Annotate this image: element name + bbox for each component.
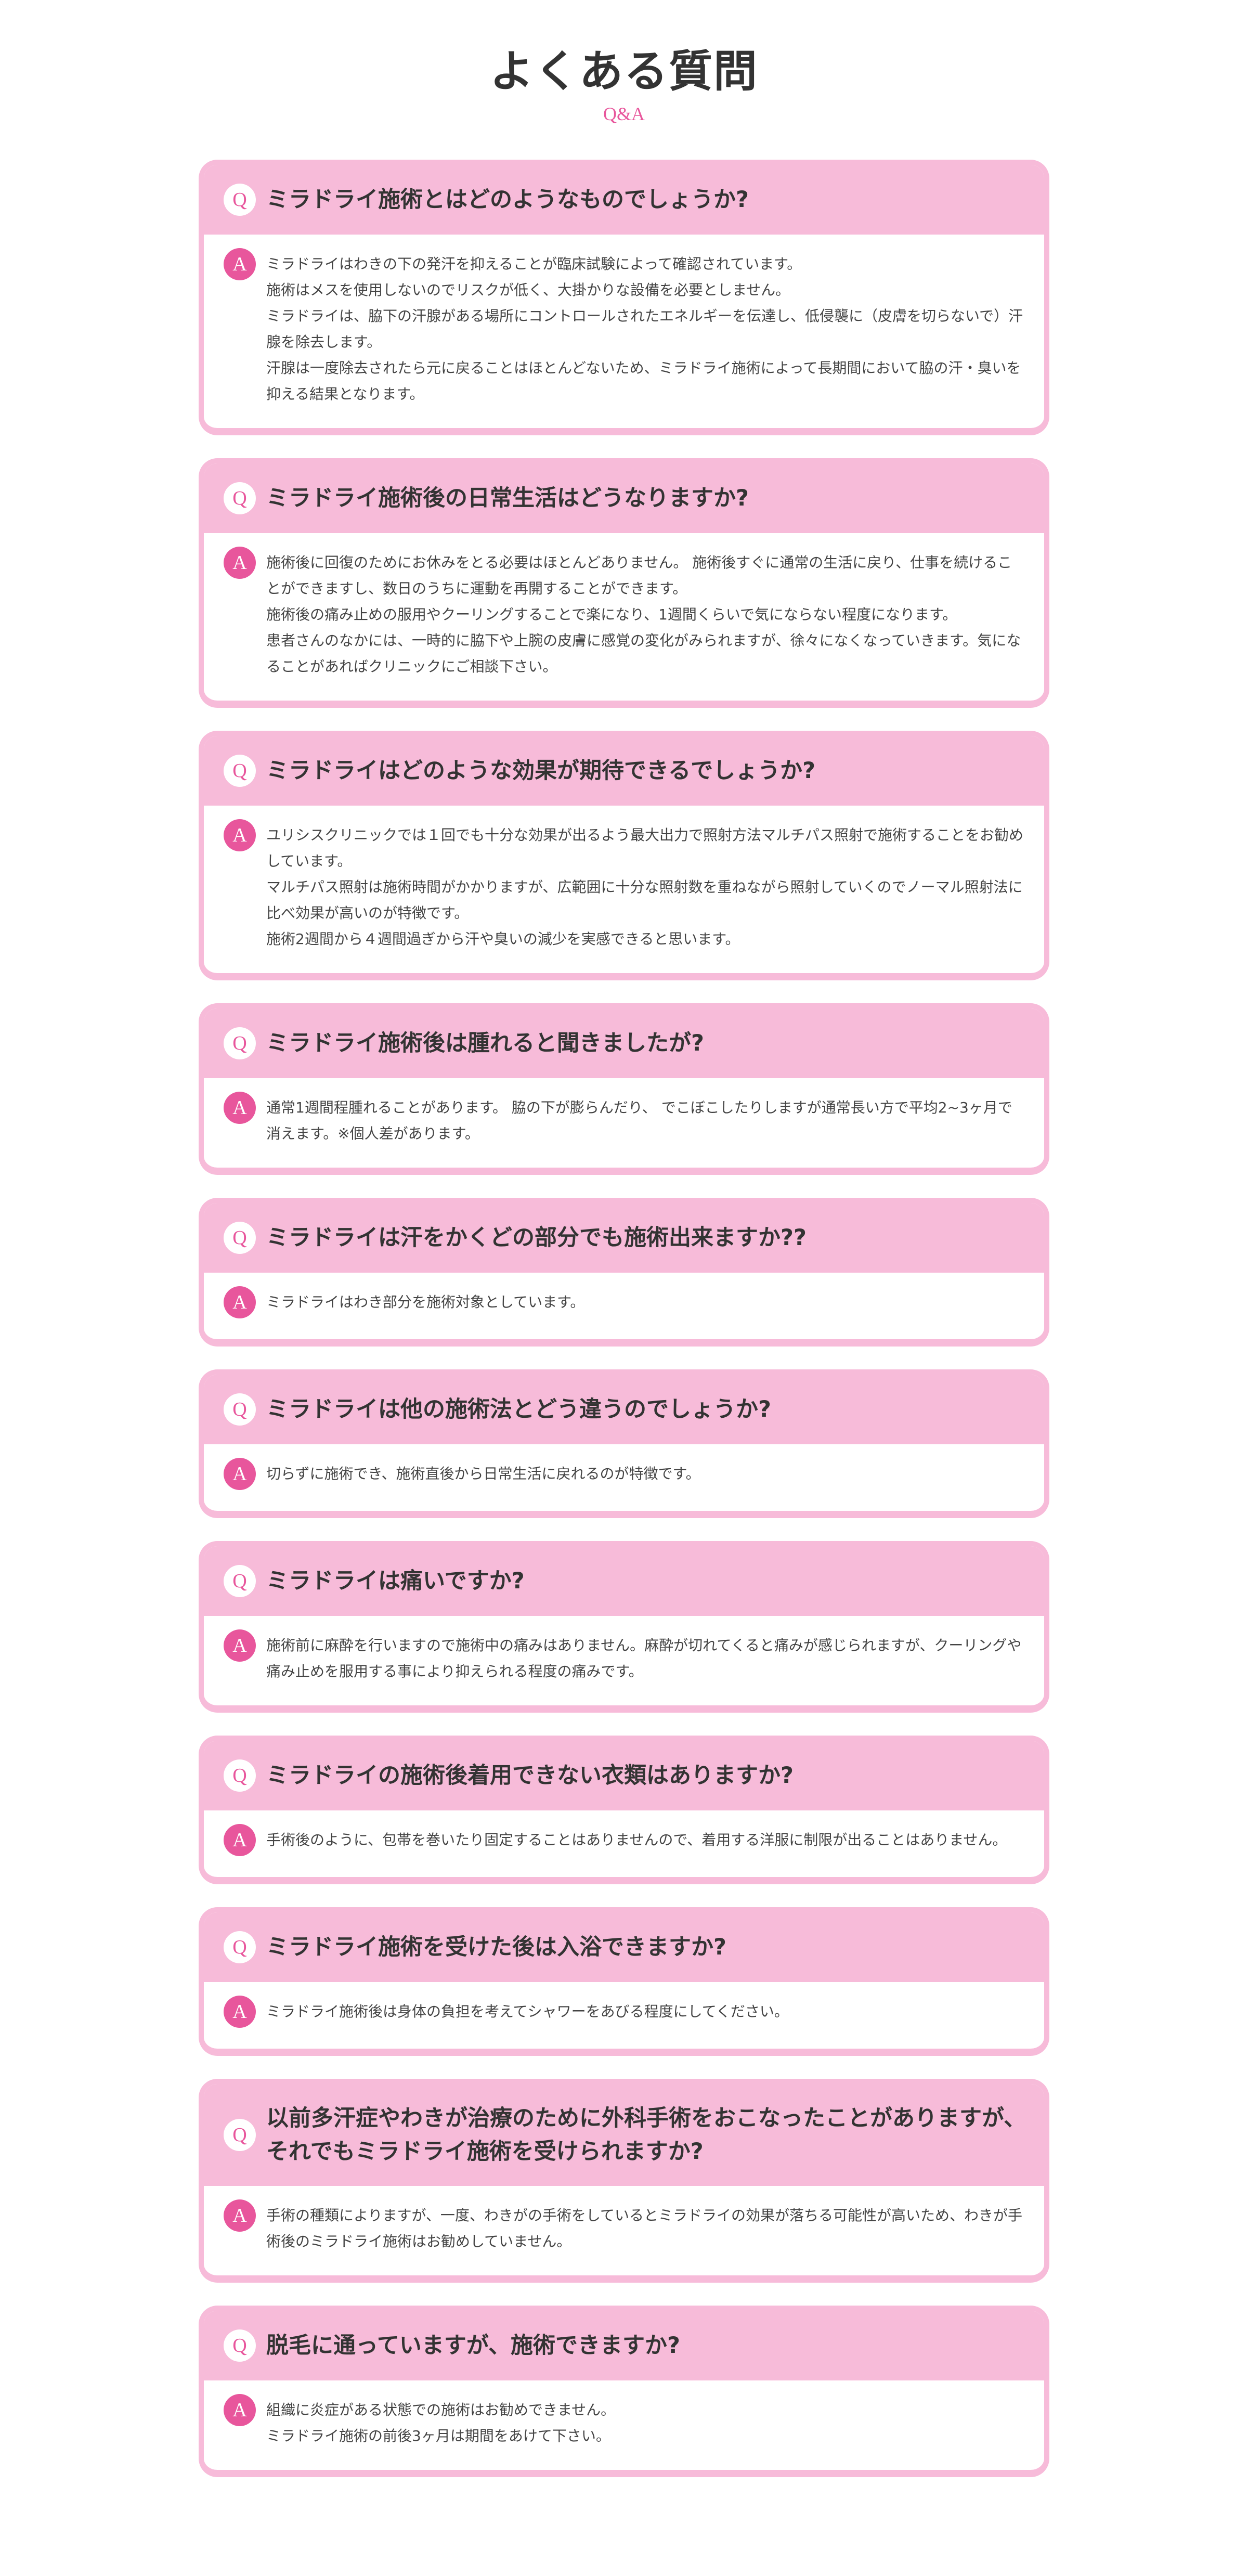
- q-badge-icon: Q: [224, 2119, 256, 2151]
- faq-question: Q ミラドライは痛いですか?: [204, 1546, 1044, 1616]
- a-badge-icon: A: [224, 819, 256, 851]
- faq-answer: A 組織に炎症がある状態での施術はお勧めできません。 ミラドライ施術の前後3ヶ月は…: [204, 2380, 1044, 2470]
- faq-item: Q 脱毛に通っていますが、施術できますか? A 組織に炎症がある状態での施術はお勧めで…: [199, 2306, 1049, 2477]
- q-badge-icon: Q: [224, 184, 256, 216]
- question-text: ミラドライは痛いですか?: [266, 1568, 525, 1594]
- faq-list: Q ミラドライ施術とはどのようなものでしょうか? A ミラドライはわきの下の発汗を抑え…: [199, 160, 1049, 2477]
- answer-text: ミラドライ施術後は身体の負担を考えてシャワーをあびる程度にしてください。: [266, 2003, 789, 2020]
- a-badge-icon: A: [224, 1629, 256, 1662]
- answer-text: 通常1週間程腫れることがあります。 脇の下が膨らんだり、 でこぼこしたりしますが…: [266, 1099, 1012, 1142]
- page-header: よくある質問 Q&A: [0, 0, 1248, 123]
- a-badge-icon: A: [224, 248, 256, 280]
- faq-question: Q ミラドライは汗をかくどの部分でも施術出来ますか??: [204, 1203, 1044, 1273]
- faq-answer: A ミラドライはわきの下の発汗を抑えることが臨床試験によって確認されています。 施…: [204, 235, 1044, 428]
- answer-text: 手術の種類によりますが、一度、わきがの手術をしているとミラドライの効果が落ちる可…: [266, 2207, 1023, 2250]
- question-text: 以前多汗症やわきが治療のために外科手術をおこなったことがありますが、 それでもミ…: [266, 2105, 1026, 2165]
- answer-text: ミラドライはわきの下の発汗を抑えることが臨床試験によって確認されています。 施術…: [266, 255, 1023, 403]
- a-badge-icon: A: [224, 1824, 256, 1856]
- question-text: ミラドライは他の施術法とどう違うのでしょうか?: [266, 1396, 771, 1422]
- faq-question: Q ミラドライ施術を受けた後は入浴できますか?: [204, 1912, 1044, 1982]
- a-badge-icon: A: [224, 2394, 256, 2426]
- q-badge-icon: Q: [224, 755, 256, 787]
- question-text: ミラドライはどのような効果が期待できるでしょうか?: [266, 758, 816, 784]
- faq-answer: A ミラドライはわき部分を施術対象としています。: [204, 1273, 1044, 1339]
- faq-answer: A 通常1週間程腫れることがあります。 脇の下が膨らんだり、 でこぼこしたりします…: [204, 1078, 1044, 1168]
- question-text: ミラドライ施術後は腫れると聞きましたが?: [266, 1030, 704, 1056]
- answer-text: 組織に炎症がある状態での施術はお勧めできません。 ミラドライ施術の前後3ヶ月は期…: [266, 2401, 616, 2444]
- faq-item: Q ミラドライは汗をかくどの部分でも施術出来ますか?? A ミラドライはわき部分を施術…: [199, 1198, 1049, 1347]
- faq-item: Q ミラドライは痛いですか? A 施術前に麻酔を行いますので施術中の痛みはありません。…: [199, 1541, 1049, 1713]
- faq-answer: A 手術後のように、包帯を巻いたり固定することはありませんので、着用する洋服に制限…: [204, 1810, 1044, 1877]
- answer-text: 施術前に麻酔を行いますので施術中の痛みはありません。麻酔が切れてくると痛みが感じ…: [266, 1637, 1022, 1680]
- faq-item: Q ミラドライ施術後は腫れると聞きましたが? A 通常1週間程腫れることがあります。 …: [199, 1003, 1049, 1175]
- question-text: ミラドライ施術後の日常生活はどうなりますか?: [266, 485, 749, 511]
- answer-text: 施術後に回復のためにお休みをとる必要はほとんどありません。 施術後すぐに通常の生…: [266, 554, 1021, 675]
- answer-text: 手術後のように、包帯を巻いたり固定することはありませんので、着用する洋服に制限が…: [266, 1831, 1007, 1848]
- faq-question: Q ミラドライの施術後着用できない衣類はありますか?: [204, 1741, 1044, 1810]
- faq-question: Q ミラドライ施術とはどのようなものでしょうか?: [204, 165, 1044, 235]
- a-badge-icon: A: [224, 547, 256, 579]
- q-badge-icon: Q: [224, 2329, 256, 2362]
- faq-item: Q ミラドライの施術後着用できない衣類はありますか? A 手術後のように、包帯を巻いた…: [199, 1736, 1049, 1884]
- faq-item: Q ミラドライ施術後の日常生活はどうなりますか? A 施術後に回復のためにお休みをとる…: [199, 458, 1049, 708]
- q-badge-icon: Q: [224, 1222, 256, 1254]
- question-text: ミラドライ施術を受けた後は入浴できますか?: [266, 1934, 726, 1960]
- page-subtitle: Q&A: [603, 103, 645, 124]
- a-badge-icon: A: [224, 1458, 256, 1490]
- faq-question: Q 以前多汗症やわきが治療のために外科手術をおこなったことがありますが、 それでも…: [204, 2084, 1044, 2186]
- q-badge-icon: Q: [224, 1565, 256, 1597]
- faq-answer: A ユリシスクリニックでは１回でも十分な効果が出るよう最大出力で照射方法マルチパス…: [204, 806, 1044, 973]
- answer-text: ミラドライはわき部分を施術対象としています。: [266, 1293, 585, 1311]
- faq-item: Q ミラドライは他の施術法とどう違うのでしょうか? A 切らずに施術でき、施術直後から…: [199, 1369, 1049, 1518]
- faq-question: Q ミラドライ施術後は腫れると聞きましたが?: [204, 1008, 1044, 1078]
- answer-text: 切らずに施術でき、施術直後から日常生活に戻れるのが特徴です。: [266, 1465, 700, 1482]
- faq-answer: A ミラドライ施術後は身体の負担を考えてシャワーをあびる程度にしてください。: [204, 1982, 1044, 2049]
- question-text: 脱毛に通っていますが、施術できますか?: [266, 2333, 680, 2359]
- faq-item: Q ミラドライはどのような効果が期待できるでしょうか? A ユリシスクリニックでは１回…: [199, 731, 1049, 980]
- faq-answer: A 施術前に麻酔を行いますので施術中の痛みはありません。麻酔が切れてくると痛みが感…: [204, 1616, 1044, 1705]
- faq-question: Q ミラドライは他の施術法とどう違うのでしょうか?: [204, 1375, 1044, 1444]
- faq-item: Q 以前多汗症やわきが治療のために外科手術をおこなったことがありますが、 それでも…: [199, 2079, 1049, 2283]
- q-badge-icon: Q: [224, 1027, 256, 1059]
- a-badge-icon: A: [224, 1286, 256, 1318]
- answer-text: ユリシスクリニックでは１回でも十分な効果が出るよう最大出力で照射方法マルチパス照…: [266, 826, 1024, 948]
- faq-question: Q 脱毛に通っていますが、施術できますか?: [204, 2311, 1044, 2380]
- faq-item: Q ミラドライ施術を受けた後は入浴できますか? A ミラドライ施術後は身体の負担を考え…: [199, 1907, 1049, 2056]
- faq-answer: A 手術の種類によりますが、一度、わきがの手術をしているとミラドライの効果が落ちる…: [204, 2186, 1044, 2275]
- q-badge-icon: Q: [224, 1931, 256, 1963]
- a-badge-icon: A: [224, 1092, 256, 1124]
- faq-answer: A 切らずに施術でき、施術直後から日常生活に戻れるのが特徴です。: [204, 1444, 1044, 1511]
- question-text: ミラドライは汗をかくどの部分でも施術出来ますか??: [266, 1225, 807, 1251]
- question-text: ミラドライの施術後着用できない衣類はありますか?: [266, 1763, 794, 1789]
- faq-item: Q ミラドライ施術とはどのようなものでしょうか? A ミラドライはわきの下の発汗を抑え…: [199, 160, 1049, 435]
- question-text: ミラドライ施術とはどのようなものでしょうか?: [266, 187, 749, 213]
- faq-answer: A 施術後に回復のためにお休みをとる必要はほとんどありません。 施術後すぐに通常の…: [204, 533, 1044, 701]
- q-badge-icon: Q: [224, 1759, 256, 1792]
- q-badge-icon: Q: [224, 1393, 256, 1426]
- faq-question: Q ミラドライはどのような効果が期待できるでしょうか?: [204, 736, 1044, 806]
- a-badge-icon: A: [224, 1996, 256, 2028]
- q-badge-icon: Q: [224, 482, 256, 514]
- faq-question: Q ミラドライ施術後の日常生活はどうなりますか?: [204, 463, 1044, 533]
- page-title: よくある質問: [489, 46, 758, 97]
- a-badge-icon: A: [224, 2199, 256, 2232]
